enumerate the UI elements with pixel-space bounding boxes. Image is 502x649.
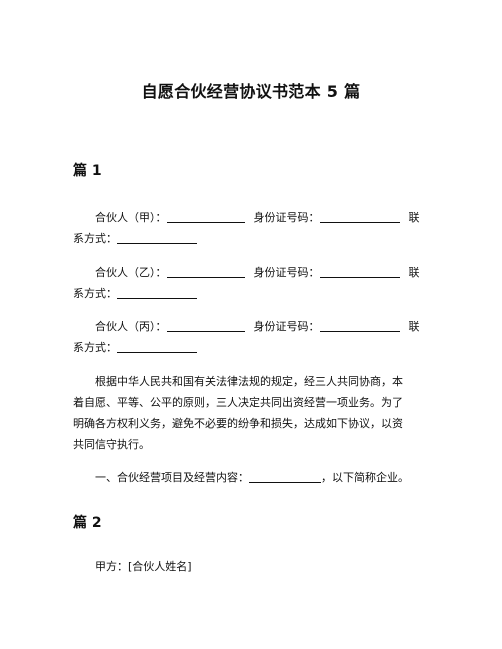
partner-a-id-label: 身份证号码： [253,211,320,224]
partner-b-name-blank [166,265,245,278]
partner-a-id-blank [319,210,400,223]
preamble-line-2: 着自愿、平等、公平的原则，三人决定共同出资经营一项业务。为了 [73,396,403,409]
partner-b-line: 合伙人（乙）： 身份证号码： 联 [73,262,433,283]
partner-c-label: 合伙人（丙）： [95,320,167,333]
partner-a-contact-blank [117,231,197,244]
preamble-line-3: 明确各方权利义务，避免不必要的纷争和损失，达成如下协议，以资 [73,417,403,430]
partner-c-block: 合伙人（丙）： 身份证号码： 联 系方式： [73,316,433,358]
partner-a-label: 合伙人（甲）： [95,211,167,224]
partner-b-contact-line: 系方式： [73,283,433,304]
partner-b-id-label: 身份证号码： [253,266,320,279]
partner-c-contact-label-1: 联 [408,320,420,333]
partner-a-name-blank [166,210,245,223]
partner-b-contact-label-1: 联 [408,266,420,279]
partner-c-contact-line: 系方式： [73,337,433,358]
partner-c-contact-label-2: 系方式： [73,341,117,354]
partner-a-block: 合伙人（甲）： 身份证号码： 联 系方式： [73,207,433,249]
partner-b-contact-blank [117,286,197,299]
partner-c-line: 合伙人（丙）： 身份证号码： 联 [73,316,433,337]
clause-one: 一、合伙经营项目及经营内容： ，以下简称企业。 [73,467,433,488]
party-a-block: 甲方：[合伙人姓名] [73,556,433,577]
section-heading-2: 篇 2 [73,515,102,531]
agreement-preamble: 根据中华人民共和国有关法律法规的规定，经三人共同协商，本 着自愿、平等、公平的原… [73,371,433,455]
preamble-line-4: 共同信守执行。 [73,438,150,451]
partner-a-contact-label-1: 联 [408,211,420,224]
preamble-line-1: 根据中华人民共和国有关法律法规的规定，经三人共同协商，本 [95,375,403,388]
partner-a-line: 合伙人（甲）： 身份证号码： 联 [73,207,433,228]
clause-one-suffix: ，以下简称企业。 [321,471,409,484]
partner-c-contact-blank [117,340,197,353]
document-title: 自愿合伙经营协议书范本 5 篇 [141,82,361,101]
partner-a-contact-line: 系方式： [73,228,433,249]
party-a-line: 甲方：[合伙人姓名] [95,560,192,573]
partner-b-block: 合伙人（乙）： 身份证号码： 联 系方式： [73,262,433,304]
partner-c-name-blank [166,319,245,332]
partner-b-id-blank [319,265,400,278]
partner-c-id-label: 身份证号码： [253,320,320,333]
partner-b-label: 合伙人（乙）： [95,266,167,279]
partner-c-id-blank [319,319,400,332]
clause-one-blank [249,470,321,483]
section-heading-1: 篇 1 [73,163,102,179]
clause-one-line: 一、合伙经营项目及经营内容： ，以下简称企业。 [73,467,433,488]
partner-a-contact-label-2: 系方式： [73,232,117,245]
partner-b-contact-label-2: 系方式： [73,287,117,300]
clause-one-prefix: 一、合伙经营项目及经营内容： [95,471,249,484]
